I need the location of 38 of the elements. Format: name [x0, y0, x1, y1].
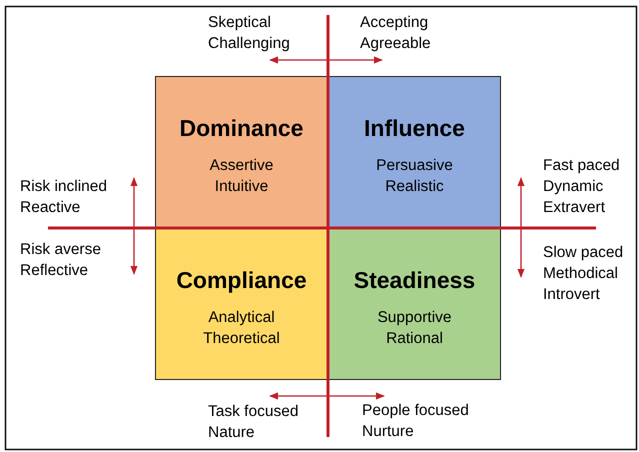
trait-text: Nurture — [362, 422, 415, 442]
trait-text: Fast paced — [543, 156, 621, 176]
trait-text: People focused — [362, 401, 470, 421]
trait-text: Accepting — [360, 13, 430, 33]
trait-text: Realistic — [385, 177, 444, 197]
trait-text: Risk inclined — [20, 177, 108, 197]
quadrant-box — [328, 228, 501, 380]
trait-text: Task focused — [208, 402, 300, 422]
double-arrow — [517, 177, 525, 278]
trait-text: Theoretical — [203, 329, 280, 349]
trait-text: Analytical — [208, 308, 275, 328]
trait-text: Nature — [208, 423, 256, 443]
trait-text: Rational — [386, 329, 443, 349]
double-arrow — [269, 56, 383, 64]
trait-text: Dynamic — [543, 177, 604, 197]
trait-text: Slow paced — [543, 243, 624, 263]
trait-text: Persuasive — [376, 156, 453, 176]
quadrant-title: Steadiness — [354, 267, 476, 294]
double-arrow — [269, 392, 385, 400]
trait-text: Agreeable — [360, 34, 432, 54]
quadrant-title: Compliance — [176, 267, 307, 294]
quadrant-box — [328, 76, 501, 229]
quadrant-box — [155, 228, 328, 380]
trait-text: Skeptical — [208, 13, 272, 33]
trait-text: Introvert — [543, 285, 601, 305]
quadrant-title: Dominance — [180, 115, 304, 142]
trait-text: Risk averse — [20, 240, 102, 260]
trait-text: Challenging — [208, 34, 291, 54]
quadrant-title: Influence — [364, 115, 465, 142]
trait-text: Reactive — [20, 198, 82, 218]
trait-text: Intuitive — [214, 177, 268, 197]
trait-text: Extravert — [543, 198, 606, 218]
trait-text: Assertive — [210, 156, 274, 176]
trait-text: Reflective — [20, 261, 90, 281]
double-arrow — [130, 177, 138, 275]
trait-text: Supportive — [377, 308, 452, 328]
trait-text: Methodical — [543, 264, 619, 284]
quadrant-box — [155, 76, 328, 229]
